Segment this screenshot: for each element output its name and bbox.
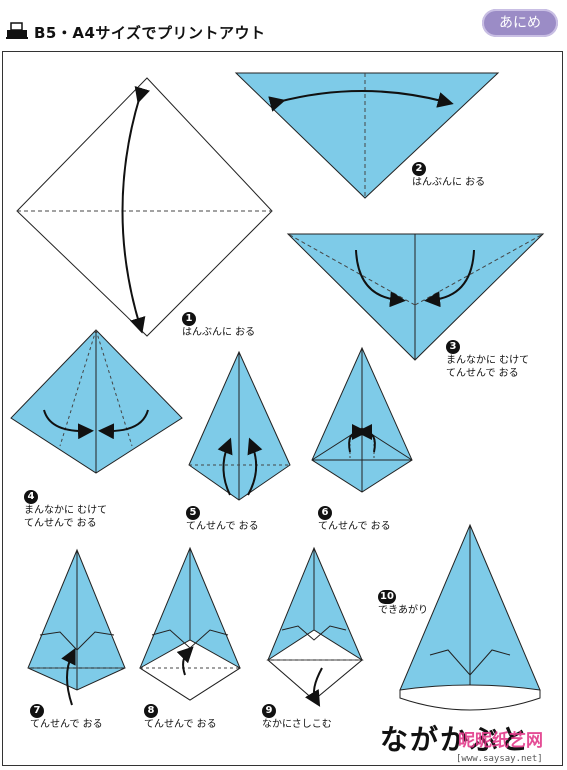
step4-diagram xyxy=(10,329,183,474)
step-number: 3 xyxy=(446,340,460,354)
step-number: 7 xyxy=(30,704,44,718)
step-1-label: 1 はんぶんに おる xyxy=(182,306,255,339)
step-4-label: 4 まんなかに むけて てんせんで おる xyxy=(24,484,107,530)
step-6-label: 6 てんせんで おる xyxy=(318,500,391,533)
printer-icon xyxy=(6,22,28,39)
step-caption: てんせんで おる xyxy=(30,719,103,730)
step-caption: なかにさしこむ xyxy=(262,719,332,730)
step9-diagram xyxy=(266,546,364,707)
step-9-label: 9 なかにさしこむ xyxy=(262,698,332,731)
step-caption: はんぶんに おる xyxy=(412,177,486,188)
step8-diagram xyxy=(139,546,241,701)
diagram-frame xyxy=(2,51,563,766)
step-number: 9 xyxy=(262,704,276,718)
step10-diagram xyxy=(399,523,541,711)
step-caption: てんせんで おる xyxy=(318,521,391,532)
step-8-label: 8 てんせんで おる xyxy=(144,698,217,731)
step-5-label: 5 てんせんで おる xyxy=(186,500,259,533)
step-10-label: 10 できあがり xyxy=(378,584,428,617)
page-title: B5・A4サイズでプリントアウト xyxy=(34,24,266,42)
step-number: 1 xyxy=(182,312,196,326)
step5-diagram xyxy=(188,350,291,501)
step-number: 2 xyxy=(412,162,426,176)
step-caption: てんせんで おる xyxy=(144,719,217,730)
watermark-url: [www.saysay.net] xyxy=(456,754,543,764)
step-caption: まんなかに むけて てんせんで おる xyxy=(446,355,530,379)
step-caption: まんなかに むけて てんせんで おる xyxy=(24,505,108,529)
step-number: 5 xyxy=(186,506,200,520)
step-caption: できあがり xyxy=(378,605,428,616)
step-number: 10 xyxy=(378,590,396,604)
step-number: 8 xyxy=(144,704,158,718)
step7-diagram xyxy=(27,548,126,706)
step-caption: はんぶんに おる xyxy=(182,327,256,338)
watermark-text: 昵昵纸艺网 xyxy=(458,731,543,751)
brand-badge[interactable]: あにめ xyxy=(482,9,558,37)
page-header: B5・A4サイズでプリントアウト あにめ xyxy=(0,0,567,48)
step-caption: てんせんで おる xyxy=(186,521,259,532)
final-title: ながかぶと xyxy=(380,723,531,756)
step3-diagram xyxy=(286,233,545,361)
step2-diagram xyxy=(234,72,500,199)
step-number: 4 xyxy=(24,490,38,504)
step-2-label: 2 はんぶんに おる xyxy=(412,156,485,189)
step-3-label: 3 まんなかに むけて てんせんで おる xyxy=(446,334,529,380)
step1-diagram xyxy=(16,77,273,337)
step-number: 6 xyxy=(318,506,332,520)
step6-diagram xyxy=(311,346,413,493)
step-7-label: 7 てんせんで おる xyxy=(30,698,103,731)
